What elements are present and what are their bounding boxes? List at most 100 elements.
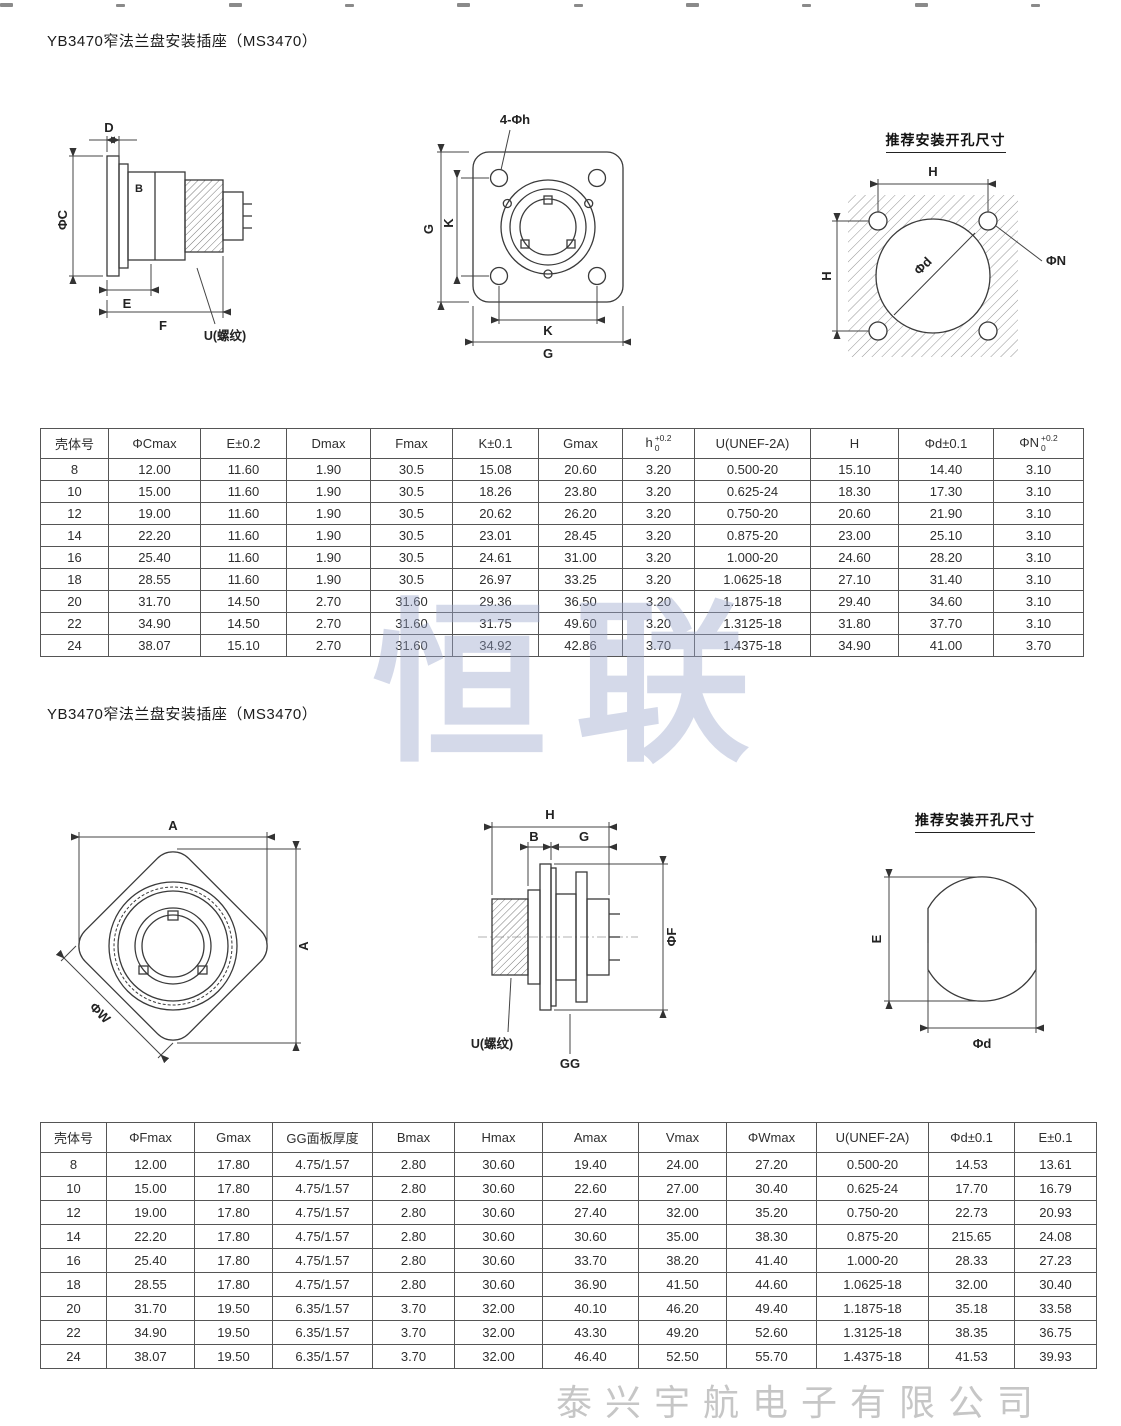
column-header: ΦFmax — [106, 1122, 195, 1153]
table-cell: 19.50 — [194, 1320, 273, 1345]
column-header: Gmax — [194, 1122, 273, 1153]
table-cell: 52.60 — [726, 1320, 817, 1345]
table-cell: 18.30 — [810, 480, 899, 503]
table-cell: 33.70 — [542, 1248, 639, 1273]
table-cell: 1.000-20 — [816, 1248, 929, 1273]
table-cell: 24.60 — [810, 546, 899, 569]
table-cell: 28.55 — [108, 568, 201, 591]
table-cell: 3.20 — [622, 546, 695, 569]
table-cell: 17.80 — [194, 1224, 273, 1249]
table-cell: 31.70 — [108, 590, 201, 613]
table-cell: 28.20 — [898, 546, 994, 569]
table-cell: 1.90 — [286, 568, 371, 591]
table-cell: 10 — [40, 480, 109, 503]
table-cell: 30.5 — [370, 458, 453, 481]
table-cell: 3.10 — [993, 590, 1084, 613]
table-cell: 23.80 — [538, 480, 623, 503]
table-cell: 14 — [40, 524, 109, 547]
table-cell: 4.75/1.57 — [272, 1152, 373, 1177]
table-cell: 215.65 — [928, 1224, 1015, 1249]
table-cell: 55.70 — [726, 1344, 817, 1369]
table-cell: 38.35 — [928, 1320, 1015, 1345]
table-cell: 11.60 — [200, 524, 287, 547]
table-cell: 30.40 — [726, 1176, 817, 1201]
table-cell: 39.93 — [1014, 1344, 1097, 1369]
mounting-drawing-2: 推荐安装开孔尺寸 E Φd — [855, 810, 1095, 1057]
column-header: ΦCmax — [108, 428, 201, 459]
table-cell: 33.58 — [1014, 1296, 1097, 1321]
table-cell: 3.20 — [622, 480, 695, 503]
table-cell: 0.875-20 — [816, 1224, 929, 1249]
table-cell: 1.90 — [286, 546, 371, 569]
column-header: Amax — [542, 1122, 639, 1153]
table-cell: 41.53 — [928, 1344, 1015, 1369]
section2-title: YB3470窄法兰盘安装插座（MS3470） — [47, 706, 318, 723]
table-cell: 31.75 — [452, 612, 539, 635]
table-cell: 16 — [40, 1248, 107, 1273]
table-cell: 1.1875-18 — [816, 1296, 929, 1321]
table-cell: 38.07 — [108, 634, 201, 657]
table-cell: 3.10 — [993, 480, 1084, 503]
dim-label-phi-N: ΦN — [1046, 253, 1066, 268]
table-cell: 0.625-24 — [694, 480, 811, 503]
column-header: Bmax — [372, 1122, 455, 1153]
drawing-receptacle-side-view: H B G ΦF U(螺纹) GG — [471, 807, 679, 1071]
table-cell: 25.10 — [898, 524, 994, 547]
mounting-drawing-1: 推荐安装开孔尺寸 H H Φd — [818, 130, 1073, 388]
table-cell: 15.00 — [106, 1176, 195, 1201]
table-cell: 1.4375-18 — [816, 1344, 929, 1369]
table-cell: 29.40 — [810, 590, 899, 613]
table-cell: 28.45 — [538, 524, 623, 547]
table-cell: 49.60 — [538, 612, 623, 635]
table-cell: 2.80 — [372, 1248, 455, 1273]
column-header: Dmax — [286, 428, 371, 459]
clipped-previous-row — [0, 0, 1040, 7]
table-cell: 30.60 — [454, 1272, 543, 1297]
table-cell: 4.75/1.57 — [272, 1200, 373, 1225]
table-cell: 31.00 — [538, 546, 623, 569]
table-cell: 19.40 — [542, 1152, 639, 1177]
dim-label-phi-F: ΦF — [664, 928, 679, 947]
drawing-hex-front-view: A A ΦW — [55, 818, 311, 1064]
table-cell: 14.40 — [898, 458, 994, 481]
table-cell: 22.20 — [106, 1224, 195, 1249]
table-cell: 19.00 — [106, 1200, 195, 1225]
table-cell: 30.5 — [370, 546, 453, 569]
table-cell: 31.60 — [370, 612, 453, 635]
table-cell: 17.30 — [898, 480, 994, 503]
table-cell: 3.10 — [993, 612, 1084, 635]
table-cell: 28.55 — [106, 1272, 195, 1297]
table-cell: 30.60 — [454, 1176, 543, 1201]
table-cell: 40.10 — [542, 1296, 639, 1321]
table-cell: 38.30 — [726, 1224, 817, 1249]
table-cell: 25.40 — [106, 1248, 195, 1273]
mounting-title-2: 推荐安装开孔尺寸 — [915, 810, 1035, 833]
table-cell: 2.70 — [286, 590, 371, 613]
table-cell: 24.08 — [1014, 1224, 1097, 1249]
table-cell: 27.10 — [810, 568, 899, 591]
table-cell: 32.00 — [454, 1320, 543, 1345]
table-cell: 1.4375-18 — [694, 634, 811, 657]
table-cell: 32.00 — [454, 1344, 543, 1369]
table-cell: 30.5 — [370, 524, 453, 547]
table-cell: 41.00 — [898, 634, 994, 657]
table-cell: 20 — [40, 590, 109, 613]
table-cell: 18.26 — [452, 480, 539, 503]
table-cell: 17.80 — [194, 1248, 273, 1273]
dim-label-K-bottom: K — [543, 323, 553, 338]
dim-label-A-top: A — [168, 818, 178, 833]
table-cell: 46.20 — [638, 1296, 727, 1321]
dim-label-F: F — [159, 318, 167, 333]
table-cell: 14.50 — [200, 590, 287, 613]
thread-label-U: U(螺纹) — [204, 328, 246, 343]
table-cell: 26.97 — [452, 568, 539, 591]
table-cell: 4.75/1.57 — [272, 1248, 373, 1273]
